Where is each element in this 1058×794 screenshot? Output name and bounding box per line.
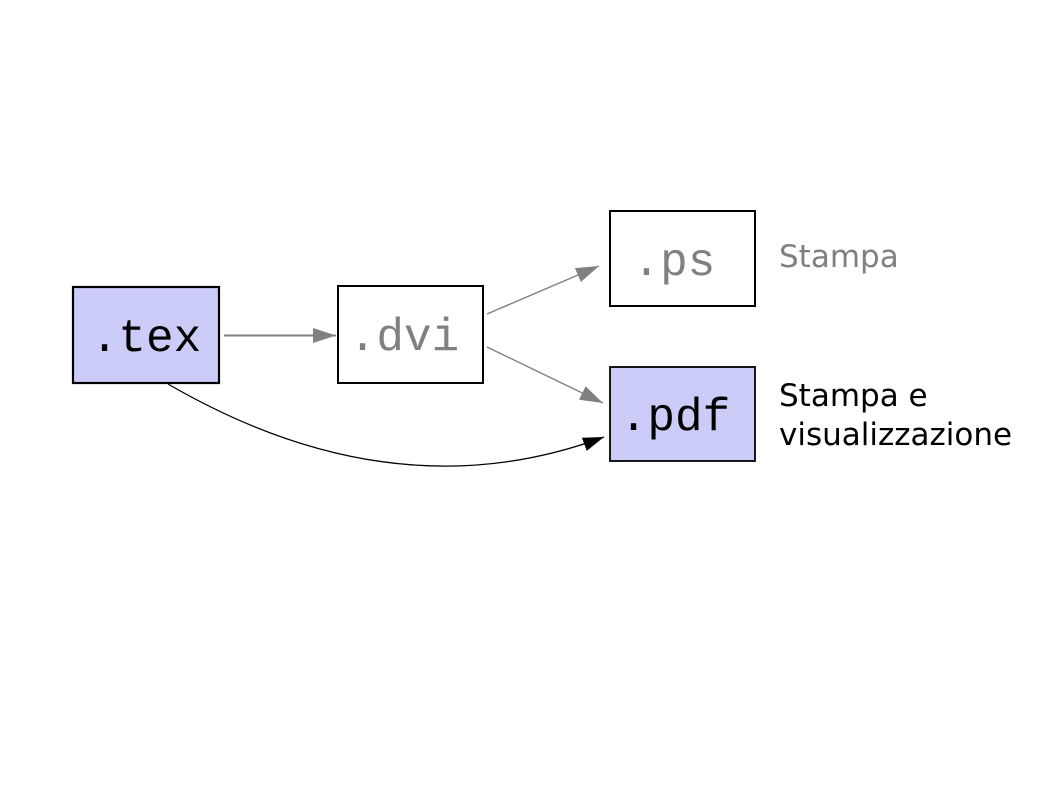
annotation-pdf-note: Stampa e visualizzazione	[779, 378, 1012, 453]
node-tex: .tex	[71, 285, 221, 385]
node-pdf-label: .pdf	[620, 392, 730, 444]
node-ps-box	[609, 210, 756, 307]
node-dvi: .dvi	[337, 285, 484, 384]
node-pdf-box	[609, 366, 756, 462]
annotation-pdf-line1: Stampa e	[779, 378, 928, 414]
node-tex-box	[71, 285, 221, 385]
edge-tex-to-pdf-curved-arrow	[167, 383, 605, 467]
node-dvi-box	[337, 285, 484, 384]
node-ps-label: .ps	[633, 237, 716, 289]
node-dvi-label: .dvi	[349, 312, 459, 364]
node-ps: .ps	[609, 210, 756, 307]
edge-dvi-to-pdf-arrow	[486, 346, 604, 404]
node-tex-label: .tex	[91, 313, 201, 365]
node-pdf: .pdf	[609, 366, 756, 462]
edge-dvi-to-ps-arrow	[486, 265, 600, 315]
annotation-pdf-line2: visualizzazione	[779, 417, 1012, 453]
annotation-ps-stampa: Stampa	[779, 239, 899, 275]
